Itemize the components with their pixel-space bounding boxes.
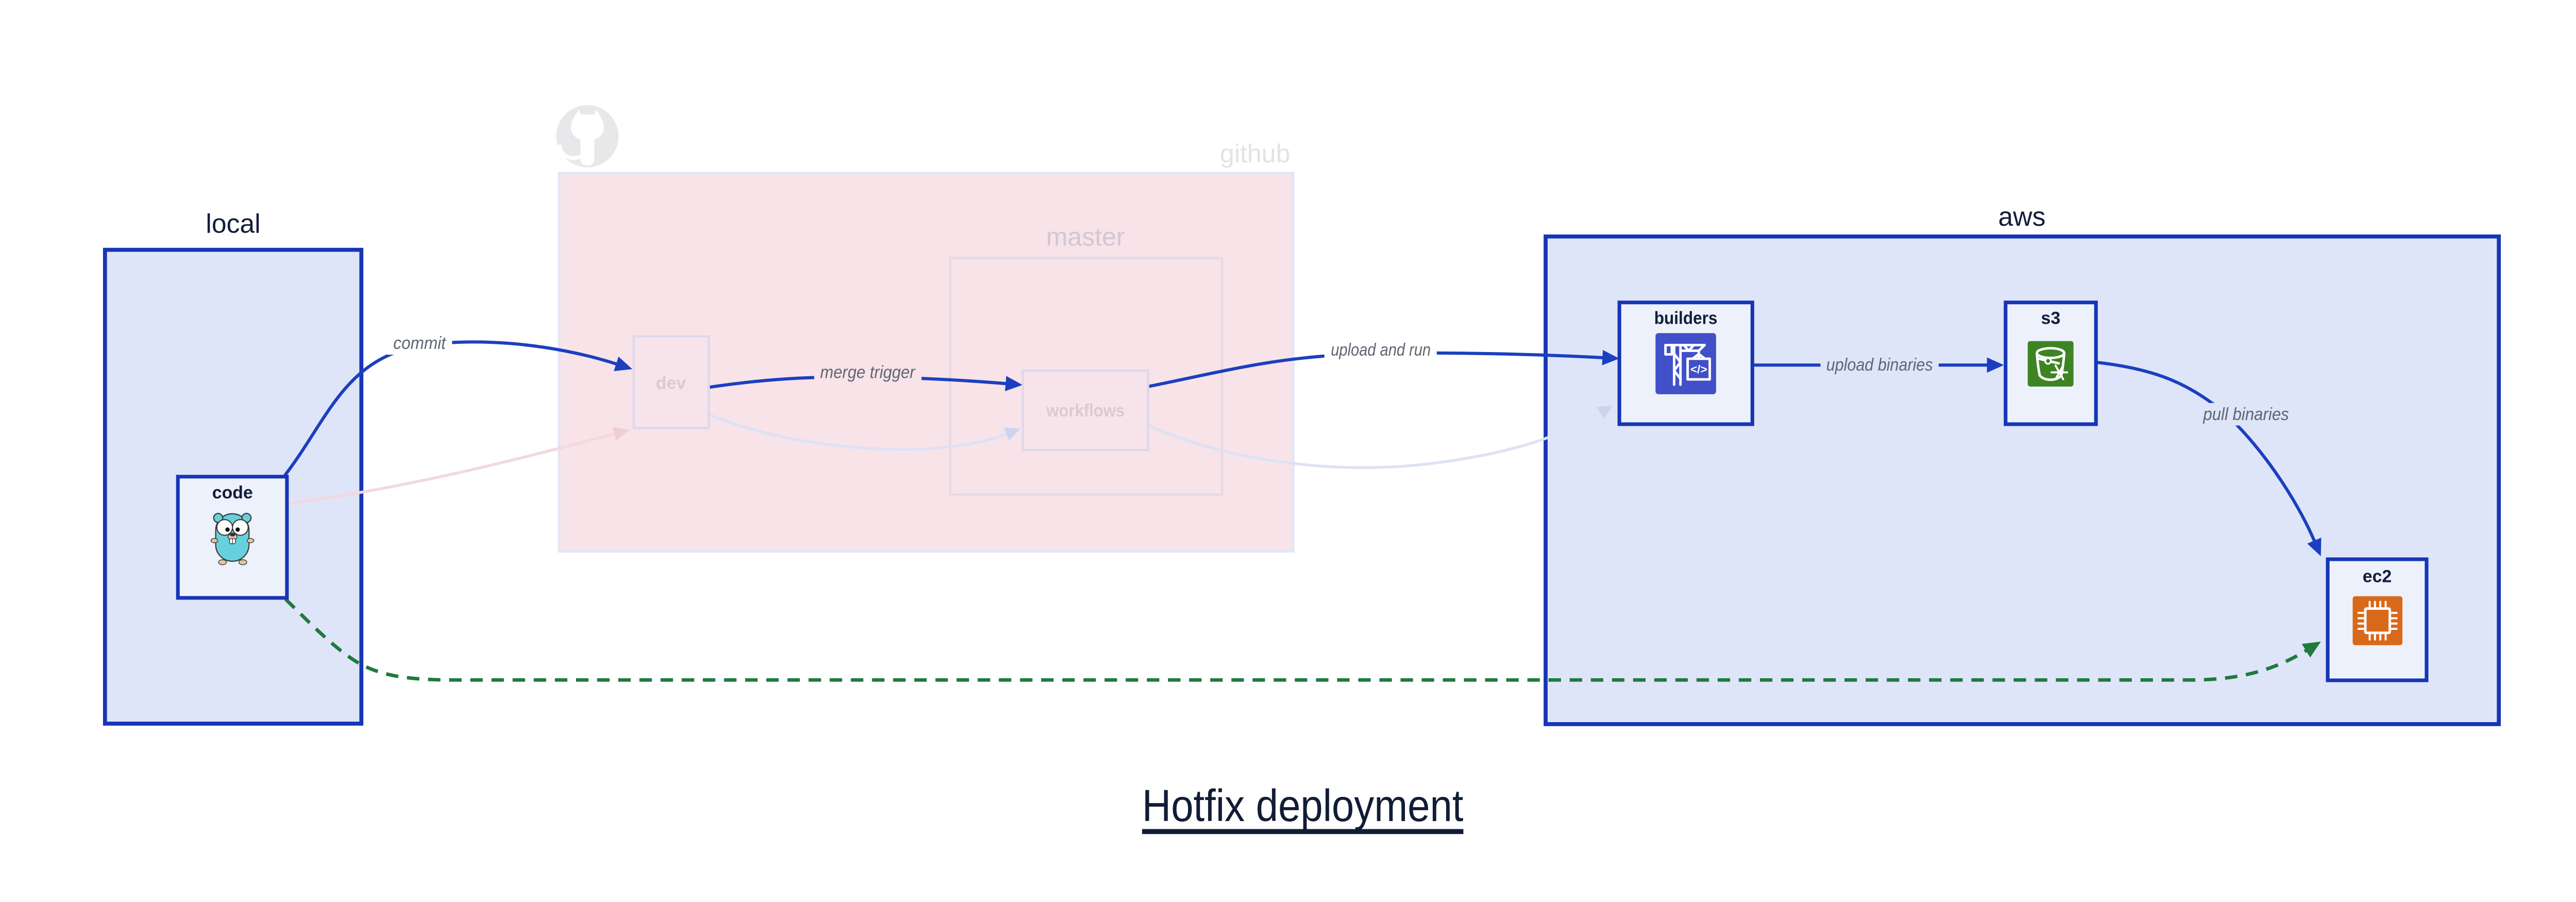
title-underline	[1142, 829, 1464, 834]
master-container-label: master	[1046, 223, 1125, 252]
github-container-label: github	[1220, 139, 1290, 168]
github-container: github master	[556, 105, 1295, 553]
edge-label-pull-binaries: pull binaries	[2196, 403, 2294, 426]
svg-text:merge trigger: merge trigger	[820, 362, 916, 382]
aws-container-label: aws	[1998, 202, 2046, 231]
node-code-label: code	[212, 483, 253, 503]
edge-label-upload-binaries: upload binaries	[1820, 354, 1939, 376]
node-workflows: workflows	[1022, 369, 1149, 452]
node-workflows-label: workflows	[1046, 401, 1125, 421]
svg-text:commit: commit	[393, 333, 446, 353]
local-container: local	[103, 208, 364, 726]
svg-text:upload binaries: upload binaries	[1826, 355, 1933, 375]
svg-text:pull binaries: pull binaries	[2202, 405, 2289, 424]
node-builders-label: builders	[1654, 308, 1718, 328]
edge-workflows-builders-faded	[1148, 405, 1613, 469]
edge-hotfix-direct-deploy	[284, 598, 2321, 682]
master-container: master	[948, 223, 1224, 496]
edge-label-upload-and-run: upload and run	[1324, 339, 1437, 361]
node-s3: s3	[2004, 300, 2098, 426]
aws-s3-icon	[2027, 341, 2074, 387]
local-container-label: local	[206, 208, 260, 238]
svg-text:</>: </>	[1690, 363, 1707, 376]
diagram-title: Hotfix deployment	[1142, 781, 1464, 834]
aws-codebuild-icon: </>	[1655, 333, 1716, 394]
node-dev-label: dev	[656, 373, 686, 393]
edge-dev-workflows-faded	[708, 413, 1021, 451]
node-dev: dev	[632, 335, 710, 429]
edge-label-commit: commit	[387, 332, 452, 355]
edge-code-dev-faded	[286, 427, 629, 505]
node-builders: builders </>	[1617, 300, 1754, 426]
github-octocat-icon	[556, 105, 619, 168]
svg-text:upload and run: upload and run	[1331, 340, 1431, 360]
edge-label-merge-trigger: merge trigger	[814, 359, 922, 384]
svg-text:Hotfix deployment: Hotfix deployment	[1142, 781, 1464, 831]
node-code: code	[176, 475, 289, 600]
aws-ec2-icon	[2352, 596, 2403, 645]
node-s3-label: s3	[2041, 308, 2061, 328]
node-ec2-label: ec2	[2363, 566, 2392, 586]
node-ec2: ec2	[2326, 557, 2429, 682]
go-gopher-icon	[210, 513, 255, 565]
